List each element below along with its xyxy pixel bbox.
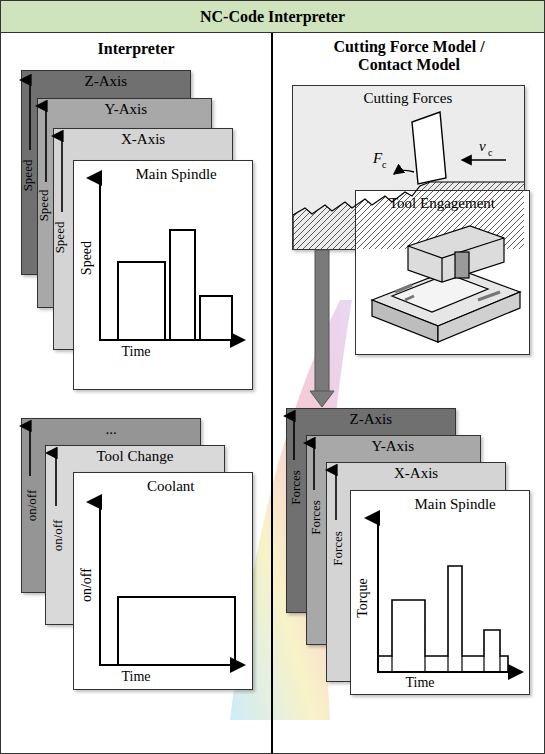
- chart-card: Coolant on/offTime: [73, 472, 253, 690]
- axis-label: Forces: [288, 470, 303, 505]
- axis-label: Forces: [308, 500, 323, 535]
- box-title: Main Spindle: [136, 166, 217, 183]
- box-title: X-Axis: [121, 131, 165, 148]
- axis-label: Speed: [37, 189, 52, 221]
- axis-label: Time: [406, 675, 435, 691]
- chart-card: Main SpindleSpeedTime: [73, 160, 253, 390]
- box-title: ...: [106, 421, 117, 438]
- box-title: Y-Axis: [105, 101, 148, 118]
- model-box: Tool Engagement: [355, 190, 530, 355]
- axis-label: Forces: [330, 531, 345, 566]
- axis-label: Speed: [21, 159, 36, 191]
- diagram-title: NC-Code Interpreter: [1, 1, 544, 32]
- symbol-label: c: [381, 159, 387, 170]
- axis-label: Time: [122, 669, 151, 685]
- axis-label: Speed: [79, 241, 95, 275]
- chart-card: Main SpindleTorqueTime: [350, 490, 530, 695]
- title-bar: NC-Code Interpreter: [0, 0, 545, 33]
- box-title: Tool Engagement: [389, 195, 495, 212]
- axis-label: on/off: [25, 489, 40, 521]
- box-title: Interpreter: [98, 40, 175, 58]
- box-title: Main Spindle: [415, 496, 496, 513]
- axis-label: on/off: [79, 568, 95, 602]
- column-panel: Cutting Force Model / Contact ModelCutti…: [273, 33, 545, 754]
- box-title: X-Axis: [394, 465, 438, 482]
- axis-label: Speed: [53, 221, 68, 253]
- box-title: Cutting Forces: [364, 90, 453, 107]
- box-title: Cutting Force Model / Contact Model: [309, 38, 509, 75]
- box-title: Y-Axis: [372, 438, 415, 455]
- axis-label: Time: [122, 344, 151, 360]
- axis-label: on/off: [51, 519, 66, 551]
- column-panel: InterpreterZ-AxisSpeed Y-AxisSpeed X-AxisS…: [0, 33, 273, 754]
- box-title: Tool Change: [97, 448, 174, 465]
- box-title: Z-Axis: [85, 73, 128, 90]
- symbol-label: c: [487, 147, 493, 158]
- flow-arrow: [310, 250, 334, 407]
- box-title: Z-Axis: [350, 411, 393, 428]
- box-title: Coolant: [147, 478, 195, 495]
- symbol-label: v: [478, 138, 487, 155]
- axis-label: Torque: [354, 578, 370, 617]
